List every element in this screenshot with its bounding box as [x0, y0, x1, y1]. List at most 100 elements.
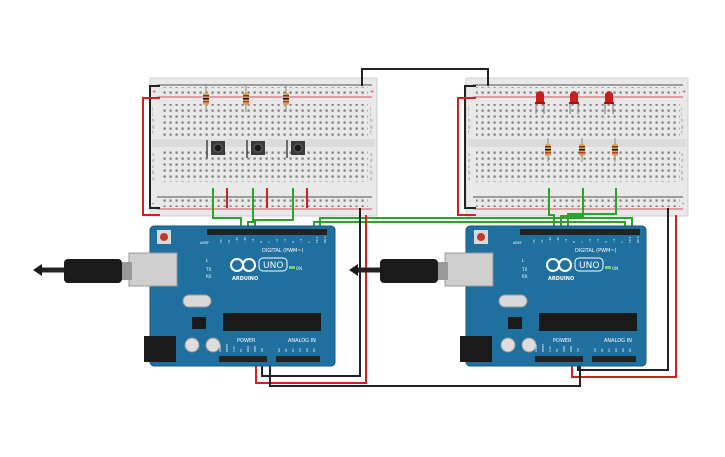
right-digital-header[interactable]: [520, 229, 640, 235]
left-bb-row-letter: h: [152, 118, 155, 123]
right-bb-row-letter: f: [468, 130, 470, 135]
right-model-label: UNO: [579, 261, 599, 271]
left-arduino-logo-icon: [230, 258, 256, 272]
right-capacitor-2: [521, 337, 537, 353]
left-bb-row-letter: c: [152, 164, 154, 169]
left-digital-pin-label: ~10: [243, 237, 247, 243]
right-analog-pin-label: A3: [614, 348, 618, 352]
right-bb-row-letter: b: [681, 170, 684, 175]
left-bb-row-letter: d: [152, 158, 155, 163]
left-power-header[interactable]: [219, 356, 267, 362]
right-bb-row-letter: f: [681, 130, 683, 135]
right-power-header[interactable]: [535, 356, 583, 362]
right-power-label: POWER: [553, 338, 572, 344]
left-bb-row-letter: j: [151, 106, 153, 111]
left-brand-label: ARDUINO: [232, 276, 258, 282]
right-analog-header[interactable]: [592, 356, 636, 362]
left-bb-row-letter: i: [370, 112, 371, 117]
led3-signal-wire[interactable]: [567, 188, 617, 232]
right-bb-row-letter: e: [468, 152, 471, 157]
left-digital-header[interactable]: [207, 229, 327, 235]
left-mcu-chip: [223, 313, 321, 331]
left-usb-cable[interactable]: [33, 259, 132, 283]
left-digital-pin-label: ~9: [251, 239, 255, 243]
led2-signal-wire[interactable]: [560, 188, 584, 232]
right-digital-pin-label: ~6: [588, 239, 592, 243]
right-digital-pin-label: RX 0: [636, 236, 640, 243]
left-arduino-uno[interactable]: DIGITAL (PWM~) AREF ARDUINO UNO ON L TX …: [128, 225, 336, 367]
right-digital-label: DIGITAL (PWM~): [575, 248, 617, 254]
pushbutton-2[interactable]: [246, 140, 265, 158]
left-bb-row-letter: f: [370, 130, 372, 135]
left-bb-row-letter: b: [370, 170, 373, 175]
serial-rx-wire[interactable]: [319, 217, 633, 232]
left-resistor-2[interactable]: [243, 86, 249, 112]
left-analog-pin-label: A0: [277, 348, 281, 352]
left-digital-pin-label: RX 0: [323, 236, 327, 243]
right-digital-pin-label: ~9: [564, 239, 568, 243]
left-analog-header[interactable]: [276, 356, 320, 362]
right-usb-cable[interactable]: [349, 259, 448, 283]
left-rail-minus-label: -: [152, 200, 154, 207]
pushbutton-1[interactable]: [206, 140, 225, 158]
right-resistor-3[interactable]: [612, 138, 618, 162]
led1-signal-wire[interactable]: [548, 188, 555, 232]
bridge-ground-wire[interactable]: [361, 68, 489, 86]
right-bb-row-letter: b: [468, 170, 471, 175]
right-digital-pin-label: 7: [580, 241, 584, 243]
right-crystal: [498, 294, 528, 308]
right-power-pin-label: RESET: [541, 343, 545, 352]
right-bb-row-letter: g: [681, 124, 684, 129]
left-bb-row-letter: g: [370, 124, 373, 129]
left-rx-label: RX: [206, 274, 212, 279]
right-rx-label: RX: [522, 274, 528, 279]
right-bb-row-letter: a: [681, 176, 684, 181]
right-analog-pin-label: A2: [607, 348, 611, 352]
left-power-pin-label: RESET: [225, 343, 229, 352]
right-rail-minus-label: -: [682, 200, 684, 207]
left-usb-port: [128, 252, 178, 287]
left-resistor-3[interactable]: [283, 86, 289, 112]
right-digital-pin-label: ~10: [556, 237, 560, 243]
left-digital-label: DIGITAL (PWM~): [262, 248, 304, 254]
left-rail-plus-label-right: +: [370, 89, 374, 95]
right-tx-label: TX: [521, 267, 527, 272]
left-power-pin-label: GND: [253, 346, 257, 352]
left-bb-power-loop-wire[interactable]: [142, 97, 160, 216]
left-power-pin-label: Vin: [260, 348, 264, 352]
right-bb-power-loop-wire[interactable]: [457, 97, 476, 216]
led-1[interactable]: [535, 91, 545, 114]
right-arduino-uno[interactable]: DIGITAL (PWM~) AREF ARDUINO UNO ON L TX …: [444, 225, 647, 367]
right-resistor-1[interactable]: [545, 138, 551, 162]
left-resistor-1[interactable]: [203, 86, 209, 112]
left-digital-pin-label: 2: [307, 241, 311, 243]
right-aref-label: AREF: [513, 241, 522, 245]
right-capacitor-1: [500, 337, 516, 353]
left-bb-row-letter: i: [152, 112, 153, 117]
right-bb-row-letter: i: [681, 112, 682, 117]
left-bb-row-letter: g: [152, 124, 155, 129]
left-bb-ground-loop-wire[interactable]: [149, 85, 160, 209]
led-3[interactable]: [604, 91, 614, 114]
arduino-ground-tie-wire[interactable]: [269, 357, 581, 387]
right-digital-pin-label: ~5: [596, 239, 600, 243]
right-digital-pin-label: ~11: [548, 237, 552, 243]
left-power-pin-label: IOREF: [218, 344, 222, 352]
left-digital-pin-label: ~6: [275, 239, 279, 243]
right-bb-ground-loop-wire[interactable]: [464, 85, 476, 209]
right-resistor-2[interactable]: [579, 138, 585, 162]
left-power-pin-label: GND: [246, 346, 250, 352]
right-bb-row-letter: e: [681, 152, 684, 157]
left-5v-to-arduino-wire[interactable]: [255, 215, 367, 384]
right-digital-pin-label: 4: [604, 241, 608, 243]
pushbutton-3[interactable]: [286, 140, 305, 158]
button1-signal-wire[interactable]: [212, 188, 242, 232]
led-2[interactable]: [569, 91, 579, 114]
right-5v-to-arduino-wire[interactable]: [571, 215, 677, 378]
left-digital-pin-label: ~3: [299, 239, 303, 243]
right-arduino-logo-icon: [546, 258, 572, 272]
right-digital-pin-label: 2: [620, 241, 624, 243]
right-digital-pin-label: ~3: [612, 239, 616, 243]
right-digital-pin-label: 12: [540, 239, 544, 243]
